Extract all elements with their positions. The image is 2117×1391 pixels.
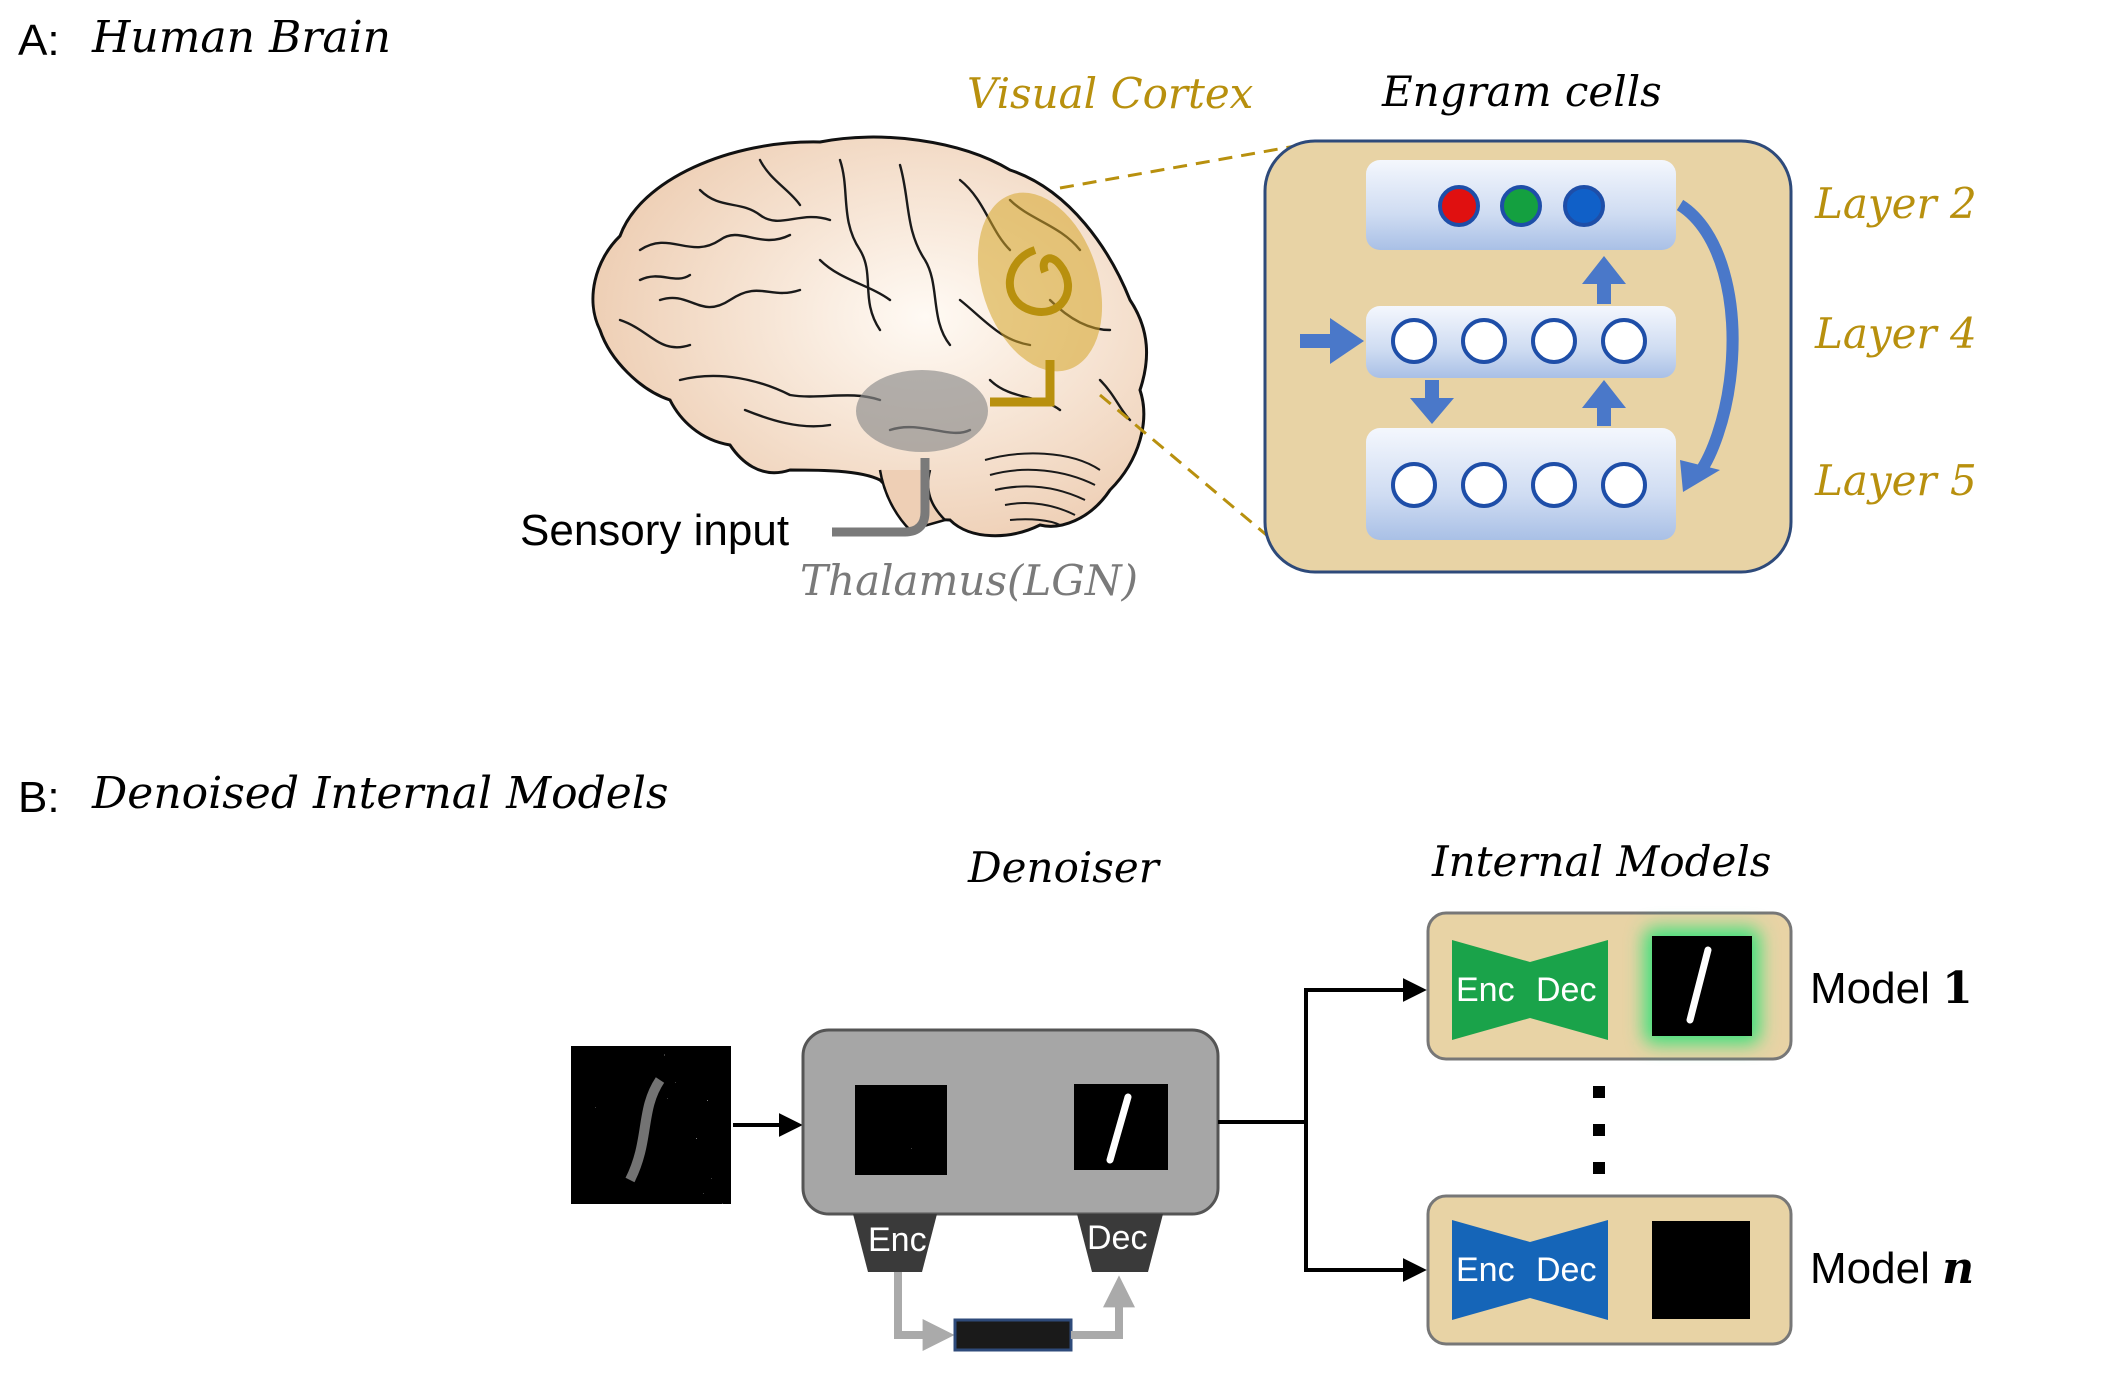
engram-arrows xyxy=(1300,256,1626,426)
layer-4-label: Layer 4 xyxy=(1814,309,1977,358)
model-n-dec-label: Dec xyxy=(1536,1251,1596,1289)
model-n-output-image xyxy=(1652,1221,1750,1319)
neuron xyxy=(1461,462,1507,508)
denoiser-noisy-image xyxy=(855,1085,947,1175)
model-1-label-number: 1 xyxy=(1942,963,1973,1014)
latent-code xyxy=(953,1318,1073,1352)
zoom-line-top xyxy=(1059,140,1319,190)
neuron-green xyxy=(1500,185,1542,227)
neuron xyxy=(1391,318,1437,364)
noisy-input-image xyxy=(571,1046,731,1204)
sensory-input-label: Sensory input xyxy=(520,506,789,555)
visual-cortex-label: Visual Cortex xyxy=(967,69,1254,118)
panel-b-letter: B: xyxy=(18,773,60,822)
model-n-label-letter: n xyxy=(1942,1243,1974,1294)
model-n-decoder xyxy=(1530,1220,1608,1320)
optic-radiation xyxy=(990,360,1055,407)
internal-models-label: Internal Models xyxy=(1431,837,1771,886)
engram-cells-label: Engram cells xyxy=(1381,67,1662,116)
model-n-enc-label: Enc xyxy=(1456,1251,1515,1289)
denoiser-clean-image xyxy=(1074,1084,1168,1170)
model-1-output-image xyxy=(1652,936,1752,1036)
neuron xyxy=(1391,462,1437,508)
layer-2-block xyxy=(1366,160,1676,250)
visual-cortex-highlight xyxy=(977,192,1103,372)
sensory-input-arrow xyxy=(832,458,930,537)
denoiser-encoder xyxy=(853,1214,937,1272)
denoiser-decoder xyxy=(1077,1214,1163,1272)
layer-5-label: Layer 5 xyxy=(1814,456,1977,505)
model-1-dec-label: Dec xyxy=(1536,971,1596,1009)
neuron xyxy=(1531,318,1577,364)
vertical-ellipsis xyxy=(1593,1086,1605,1174)
model-n-encoder xyxy=(1452,1220,1530,1320)
brain-illustration xyxy=(591,135,1149,538)
model-1-enc-label: Enc xyxy=(1456,971,1515,1009)
neuron xyxy=(1601,462,1647,508)
layer-4-block xyxy=(1366,306,1676,378)
layer-5-block xyxy=(1366,428,1676,540)
thalamus-highlight xyxy=(856,370,988,452)
model-1-encoder xyxy=(1452,940,1530,1040)
neuron xyxy=(1531,462,1577,508)
cerebellum xyxy=(984,452,1101,526)
panel-a-title: Human Brain xyxy=(91,12,391,63)
model-n-label-prefix: Model xyxy=(1810,1244,1942,1293)
panel-a-letter: A: xyxy=(18,16,60,65)
model-1-label-prefix: Model xyxy=(1810,964,1942,1013)
neuron-blue xyxy=(1563,185,1605,227)
model-n-label: Model n xyxy=(1810,1243,1974,1294)
neuron-red xyxy=(1438,185,1480,227)
neuron xyxy=(1601,318,1647,364)
layer-2-label: Layer 2 xyxy=(1814,179,1977,228)
zoom-line-bottom xyxy=(1099,393,1283,550)
denoiser-label: Denoiser xyxy=(967,843,1162,892)
layer2-to-layer5-arrow xyxy=(1676,199,1739,476)
thalamus-label: Thalamus(LGN) xyxy=(800,556,1138,605)
model-1-label: Model 1 xyxy=(1810,963,1973,1014)
denoiser-enc-label: Enc xyxy=(868,1221,927,1259)
neuron xyxy=(1461,318,1507,364)
latent-path-in xyxy=(894,1272,955,1351)
latent-path-out xyxy=(1071,1275,1135,1339)
visual-cortex-curl xyxy=(1005,246,1072,316)
layer2-to-layer5-arrowhead xyxy=(1680,460,1720,492)
model-1-decoder xyxy=(1530,940,1608,1040)
panel-b-title: Denoised Internal Models xyxy=(91,768,669,819)
denoiser-dec-label: Dec xyxy=(1087,1219,1147,1257)
